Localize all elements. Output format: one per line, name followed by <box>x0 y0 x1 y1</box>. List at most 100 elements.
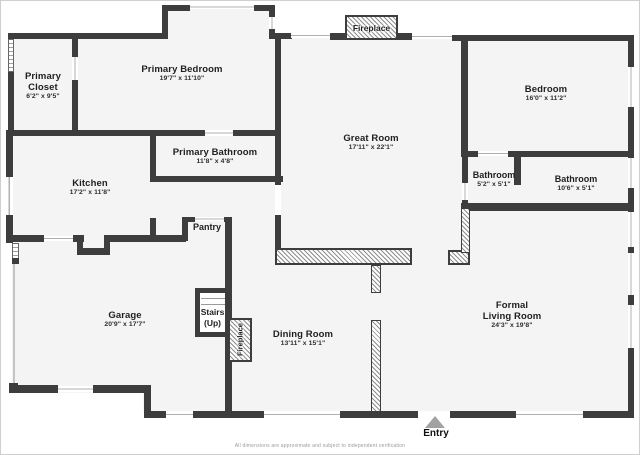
stairs-label: Stairs (Up) <box>197 307 228 329</box>
wall-segment <box>150 235 186 242</box>
room-dims: 10'6" x 5'1" <box>557 184 595 192</box>
door-opening <box>462 183 468 200</box>
wall-segment <box>275 33 281 185</box>
stair-tread <box>201 304 225 305</box>
fireplace-side: Fireplace <box>228 318 252 362</box>
wall-segment <box>8 33 164 39</box>
wall-segment <box>269 29 275 39</box>
fireplace-side-label: Fireplace <box>235 323 245 357</box>
window <box>628 158 634 188</box>
wall-segment <box>6 235 44 242</box>
room-label-primary-bedroom: Primary Bedroom 19'7" x 11'10" <box>112 64 252 83</box>
room-name: Bathroom <box>472 170 516 180</box>
wall-segment <box>254 5 275 11</box>
wall-segment <box>628 295 634 305</box>
room-name: Great Room <box>343 133 399 144</box>
wall-segment <box>233 130 281 136</box>
window <box>412 34 452 39</box>
room-dims: 24'3" x 19'8" <box>491 322 533 330</box>
wall-segment <box>12 258 19 264</box>
room-name: Primary Bathroom <box>172 147 258 158</box>
wall-segment <box>193 411 264 418</box>
wall-segment <box>150 136 156 182</box>
bedroom-bump-fill <box>166 8 271 38</box>
room-name: Dining Room <box>272 329 334 340</box>
wall-segment <box>72 39 78 57</box>
wall-segment <box>461 203 634 211</box>
window <box>8 39 14 72</box>
wall-segment <box>452 35 634 41</box>
wall-segment <box>93 385 151 393</box>
room-label-kitchen: Kitchen 17'2" x 11'8" <box>40 178 140 197</box>
room-name: Garage <box>108 310 142 321</box>
window <box>44 236 73 241</box>
window <box>516 412 583 417</box>
garage-side-wall <box>13 264 15 384</box>
room-name-line2: Living Room <box>482 311 542 323</box>
wall-segment <box>6 215 13 243</box>
stairs-label-line1: Stairs <box>200 307 225 317</box>
window <box>269 17 275 31</box>
stairs-interior <box>200 293 225 332</box>
room-label-primary-closet: Primary Closet 6'2" x 9'5" <box>14 71 72 101</box>
wall-segment <box>104 235 110 255</box>
wall-segment <box>340 411 418 418</box>
room-name: Kitchen <box>72 178 108 189</box>
wall-segment <box>77 248 110 255</box>
stair-tread <box>201 298 225 299</box>
room-name: Bedroom <box>524 84 568 95</box>
stairs-label-line2: (Up) <box>204 318 221 329</box>
room-name: Bathroom <box>554 174 598 184</box>
wall-segment <box>150 176 283 182</box>
window <box>190 5 256 9</box>
wall-segment <box>462 157 468 183</box>
house-interior-fill <box>12 35 630 411</box>
wall-segment <box>8 33 14 39</box>
garage-door <box>58 386 93 392</box>
wall-segment <box>150 218 156 242</box>
wall-segment <box>144 411 166 418</box>
door-opening <box>205 130 233 136</box>
room-dims: 6'2" x 9'5" <box>26 93 60 101</box>
room-dims: 16'0" x 11'2" <box>525 95 567 103</box>
room-name-line1: Formal <box>495 300 529 311</box>
room-dims: 17'11" x 22'1" <box>348 144 394 152</box>
wall-segment <box>104 235 156 242</box>
wall-segment <box>225 217 232 413</box>
room-name: Pantry <box>192 222 221 232</box>
wall-segment <box>195 288 232 293</box>
room-dims: 19'7" x 11'10" <box>159 75 205 83</box>
window <box>264 412 340 417</box>
exterior-patch <box>9 393 143 411</box>
wall-segment <box>195 288 200 337</box>
half-wall-hatched <box>461 208 470 253</box>
entry-arrow-icon <box>425 416 445 428</box>
room-dims: 13'11" x 15'1" <box>280 340 326 348</box>
wall-segment <box>195 332 232 337</box>
wall-segment <box>508 151 634 157</box>
door-opening <box>275 185 281 215</box>
wall-segment <box>182 217 188 241</box>
wall-segment <box>72 80 78 134</box>
window <box>291 33 331 38</box>
wall-segment <box>461 151 478 157</box>
wall-hatched-divider <box>371 320 381 412</box>
wall-segment <box>162 5 190 11</box>
wall-segment <box>628 107 634 158</box>
wall-segment <box>162 5 168 39</box>
fireplace-top: Fireplace <box>345 15 398 40</box>
room-name: Primary Closet <box>24 71 62 94</box>
door-opening <box>72 57 78 80</box>
room-label-formal-living: Formal Living Room 24'3" x 19'8" <box>452 300 572 330</box>
wall-segment <box>628 247 634 253</box>
wall-segment <box>182 217 195 222</box>
wall-segment <box>461 35 468 151</box>
room-label-garage: Garage 20'9" x 17'7" <box>75 310 175 329</box>
room-name: Primary Bedroom <box>141 64 223 75</box>
wall-segment <box>269 5 275 19</box>
window <box>6 177 13 215</box>
wall-segment <box>275 215 281 252</box>
room-dims: 17'2" x 11'8" <box>69 189 111 197</box>
wall-segment <box>9 385 58 393</box>
